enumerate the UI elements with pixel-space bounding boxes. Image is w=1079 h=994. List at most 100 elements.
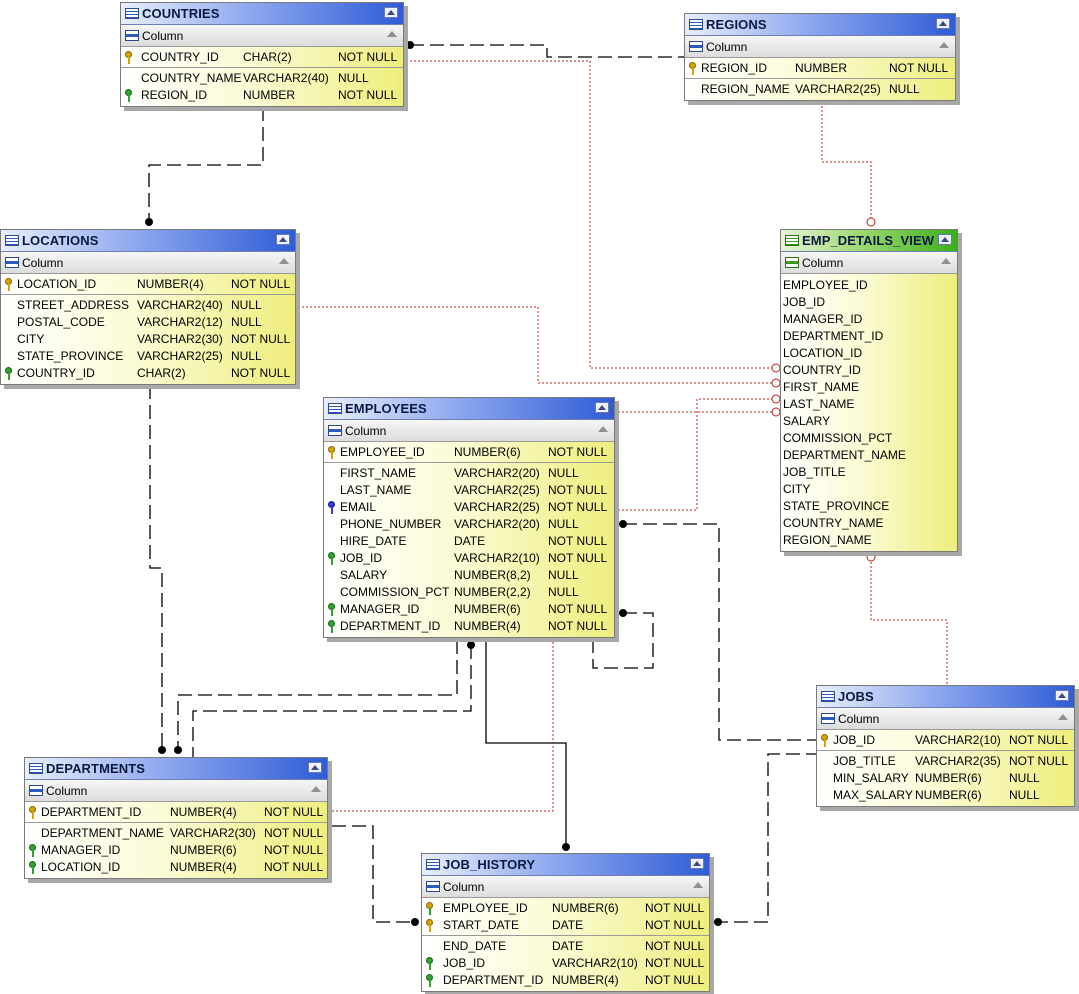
collapse-arrow-icon[interactable] bbox=[387, 31, 397, 37]
column-row[interactable]: DEPARTMENT_ID bbox=[781, 328, 957, 345]
column-name: DEPARTMENT_ID bbox=[340, 619, 441, 633]
collapse-arrow-icon[interactable] bbox=[598, 426, 608, 432]
collapse-icon[interactable] bbox=[690, 858, 704, 869]
column-row[interactable]: JOB_TITLE bbox=[781, 464, 957, 481]
primary-key-icon bbox=[688, 62, 697, 76]
entity-title: REGIONS bbox=[706, 17, 767, 32]
column-header-label: Column bbox=[142, 28, 184, 43]
column-row[interactable]: DEPARTMENT_NAME bbox=[781, 447, 957, 464]
entity-header[interactable]: EMPLOYEES bbox=[324, 398, 614, 420]
collapse-arrow-icon[interactable] bbox=[279, 258, 289, 264]
column-row[interactable]: JOB_ID bbox=[781, 294, 957, 311]
column-row[interactable]: MANAGER_ID bbox=[781, 311, 957, 328]
column-type: NUMBER(4) bbox=[137, 277, 204, 291]
entity-header[interactable]: REGIONS bbox=[685, 14, 955, 36]
column-row[interactable]: EMPLOYEE_ID bbox=[781, 277, 957, 294]
column-row[interactable]: COUNTRY_NAME bbox=[781, 515, 957, 532]
rel-end-dot bbox=[406, 41, 414, 49]
collapse-arrow-icon[interactable] bbox=[693, 882, 703, 888]
column-icon bbox=[785, 257, 799, 268]
collapse-icon[interactable] bbox=[938, 234, 952, 245]
entity-header[interactable]: EMP_DETAILS_VIEW bbox=[781, 230, 957, 252]
collapse-arrow-icon[interactable] bbox=[941, 258, 951, 264]
rel-jobs-jobhistory bbox=[718, 753, 820, 923]
entity-header[interactable]: JOBS bbox=[817, 686, 1074, 708]
collapse-icon[interactable] bbox=[276, 234, 290, 245]
column-name: DEPARTMENT_NAME bbox=[41, 826, 164, 840]
column-row[interactable]: SALARY bbox=[781, 413, 957, 430]
column-row[interactable]: LAST_NAME bbox=[781, 396, 957, 413]
collapse-arrow-icon[interactable] bbox=[1058, 714, 1068, 720]
column-row[interactable]: LOCATION_ID bbox=[781, 345, 957, 362]
column-row[interactable]: COUNTRY_ID bbox=[781, 362, 957, 379]
column-name: COUNTRY_NAME bbox=[141, 71, 242, 85]
foreign-key-icon bbox=[327, 620, 336, 634]
collapse-icon[interactable] bbox=[308, 762, 322, 773]
column-name: REGION_NAME bbox=[783, 533, 872, 547]
collapse-icon[interactable] bbox=[1055, 690, 1069, 701]
collapse-icon[interactable] bbox=[384, 7, 398, 18]
column-row[interactable]: FIRST_NAME bbox=[781, 379, 957, 396]
collapse-arrow-icon[interactable] bbox=[311, 786, 321, 792]
column-row[interactable]: REGION_NAME bbox=[781, 532, 957, 549]
entity-header[interactable]: DEPARTMENTS bbox=[25, 758, 327, 780]
column-row[interactable]: COMMISSION_PCT bbox=[781, 430, 957, 447]
entity-header[interactable]: COUNTRIES bbox=[121, 3, 403, 25]
entity-header[interactable]: LOCATIONS bbox=[1, 230, 295, 252]
primary-key-icon bbox=[425, 919, 434, 933]
column-row[interactable]: STATE_PROVINCE bbox=[781, 498, 957, 515]
column-row[interactable]: CITY bbox=[781, 481, 957, 498]
collapse-icon[interactable] bbox=[595, 402, 609, 413]
key-separator bbox=[121, 67, 403, 68]
column-name: LAST_NAME bbox=[340, 483, 412, 497]
primary-foreign-key-icon bbox=[425, 902, 434, 916]
collapse-icon[interactable] bbox=[936, 18, 950, 29]
view-end-circle bbox=[771, 407, 781, 417]
collapse-arrow-icon[interactable] bbox=[939, 42, 949, 48]
entity-header[interactable]: JOB_HISTORY bbox=[422, 854, 709, 876]
